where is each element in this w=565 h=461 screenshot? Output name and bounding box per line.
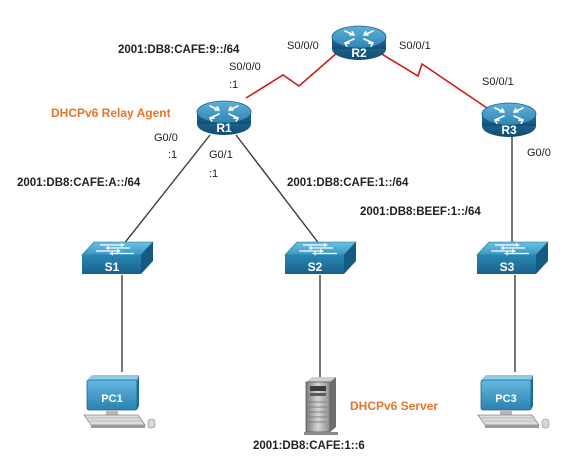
interface-r1-g01-host: :1 [209,168,218,180]
serial-link-r1-r2 [245,51,339,99]
network-label-r1-r2: 2001:DB8:CAFE:9::/64 [118,44,240,56]
interface-r2-s000: S0/0/0 [287,40,319,52]
network-label-r1-s2: 2001:DB8:CAFE:1::/64 [287,177,409,189]
switch-s1[interactable]: S1 [81,241,154,275]
link-r1-s1 [122,134,211,246]
interface-r1-g00: G0/0 [154,132,178,144]
network-label-r3-s3: 2001:DB8:BEEF:1::/64 [360,206,481,218]
router-r1-label: R1 [216,121,232,135]
router-r2-label: R2 [351,46,367,60]
server-address-label: 2001:DB8:CAFE:1::6 [253,440,365,452]
interface-r3-s001: S0/0/1 [482,76,514,88]
interface-r1-g01: G0/1 [209,149,233,161]
interface-r2-s001: S0/0/1 [399,40,431,52]
switch-s3[interactable]: S3 [476,241,549,275]
dhcpv6-server[interactable] [304,377,338,435]
switch-s3-label: S3 [500,260,515,274]
pc-pc1-label: PC1 [101,393,122,405]
pc-pc3[interactable]: PC3 [477,374,550,429]
interface-r3-g00: G0/0 [527,147,551,159]
pc-pc3-label: PC3 [495,393,516,405]
dhcp-server-label: DHCPv6 Server [350,399,438,413]
router-r2[interactable]: R2 [331,25,387,61]
serial-link-r2-r3 [379,52,488,109]
relay-agent-label: DHCPv6 Relay Agent [51,106,171,120]
router-r3[interactable]: R3 [481,102,537,138]
router-r3-label: R3 [501,123,517,137]
interface-r1-s000: S0/0/0 [229,61,261,73]
interface-r1-g00-host: :1 [168,149,177,161]
switch-s2[interactable]: S2 [284,241,357,275]
switch-s1-label: S1 [105,260,120,274]
network-label-r1-s1: 2001:DB8:CAFE:A::/64 [17,177,141,189]
router-r1[interactable]: R1 [196,100,252,136]
link-r1-s2 [235,134,321,246]
switch-s2-label: S2 [308,260,323,274]
interface-r1-s000-host: :1 [229,79,238,91]
pc-pc1[interactable]: PC1 [83,374,156,429]
